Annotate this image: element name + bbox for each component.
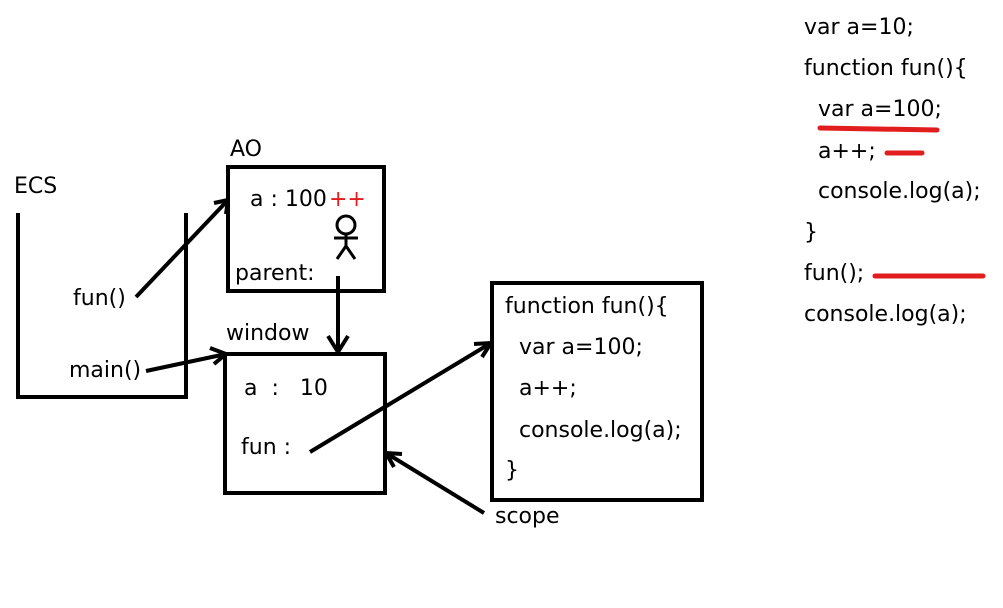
- code-line: function fun(){: [804, 56, 968, 81]
- code-line: console.log(a);: [804, 302, 967, 327]
- function-object-line: var a=100;: [519, 335, 643, 360]
- ao-title: AO: [230, 137, 262, 162]
- window-variable: a : 10: [244, 376, 328, 401]
- code-line: var a=100;: [818, 97, 942, 122]
- arrow-scope-to-window: [384, 451, 486, 515]
- function-object-line: }: [505, 458, 519, 483]
- window-fun-label: fun :: [241, 435, 292, 460]
- arrow-fun-to-function-object: [308, 341, 493, 454]
- ao-variable: a : 100: [250, 187, 327, 212]
- window-box: [223, 352, 387, 495]
- window-title: window: [226, 321, 310, 346]
- ao-parent-label: parent:: [235, 261, 315, 286]
- stack-frame-main: main(): [69, 358, 142, 383]
- code-line: var a=10;: [804, 15, 914, 40]
- function-object-line: console.log(a);: [519, 418, 682, 443]
- stack-frame-fun: fun(): [73, 286, 126, 311]
- arrow-fun-to-ao: [134, 198, 230, 299]
- stick-figure-icon: [334, 214, 358, 260]
- ao-box: [226, 165, 386, 293]
- arrow-main-to-window: [145, 352, 227, 373]
- function-object-line: a++;: [519, 376, 577, 401]
- scope-label: scope: [495, 504, 560, 529]
- function-object-line: function fun(){: [505, 294, 669, 319]
- ecs-label: ECS: [14, 174, 58, 199]
- function-object-box: [490, 281, 704, 502]
- code-highlight-var: [817, 125, 940, 133]
- ecs-stack-outline: [16, 213, 188, 399]
- ao-increment-mark: ++: [329, 187, 366, 212]
- code-line: fun();: [804, 261, 865, 286]
- code-line: console.log(a);: [818, 179, 981, 204]
- code-line: }: [804, 220, 818, 245]
- code-line: a++;: [818, 139, 876, 164]
